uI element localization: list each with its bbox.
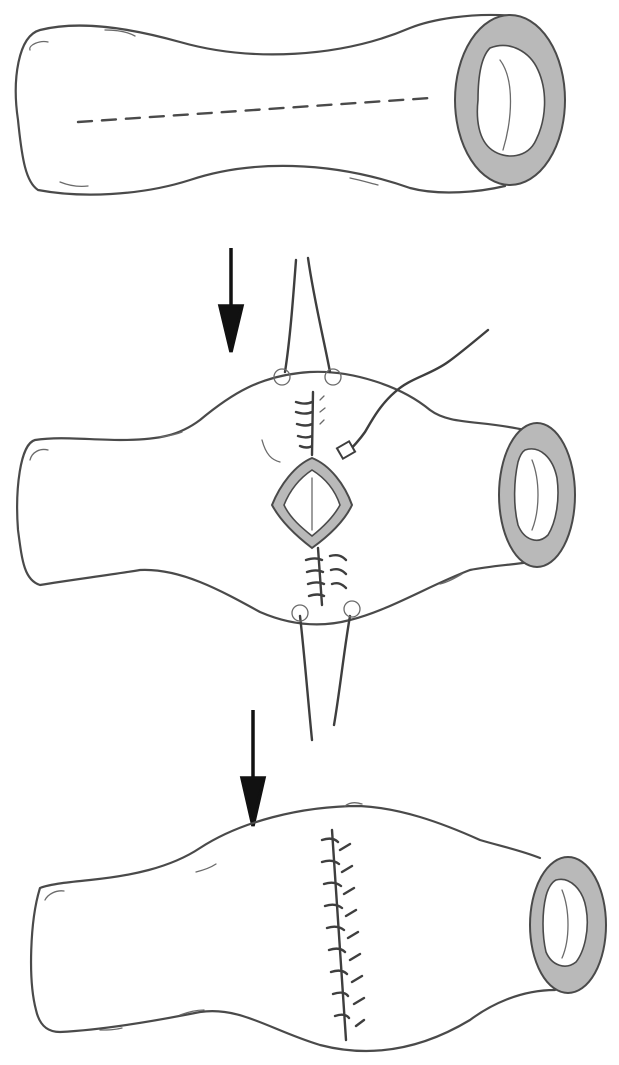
lower-suture-line xyxy=(306,548,346,605)
stage-3-closed-segment xyxy=(31,803,606,1051)
stage-3-outline xyxy=(31,806,555,1051)
stage-3-lumen xyxy=(543,879,587,966)
closure-suture-line xyxy=(322,830,349,1040)
upper-suture-line xyxy=(296,392,313,455)
stage-1-outline xyxy=(16,15,515,195)
suture-thread xyxy=(345,330,488,455)
incision-dashed-line xyxy=(78,98,430,122)
upper-stay-suture xyxy=(285,258,330,372)
stage-2-outline xyxy=(17,372,530,625)
arrow-down-2 xyxy=(242,710,264,826)
arrow-down-1 xyxy=(220,248,242,352)
stage-2-lumen xyxy=(515,449,558,540)
stage-2-opened-segment xyxy=(17,258,575,740)
needle-holder xyxy=(337,441,355,458)
lower-stay-suture xyxy=(300,616,350,740)
stage-1-tube xyxy=(16,15,565,195)
